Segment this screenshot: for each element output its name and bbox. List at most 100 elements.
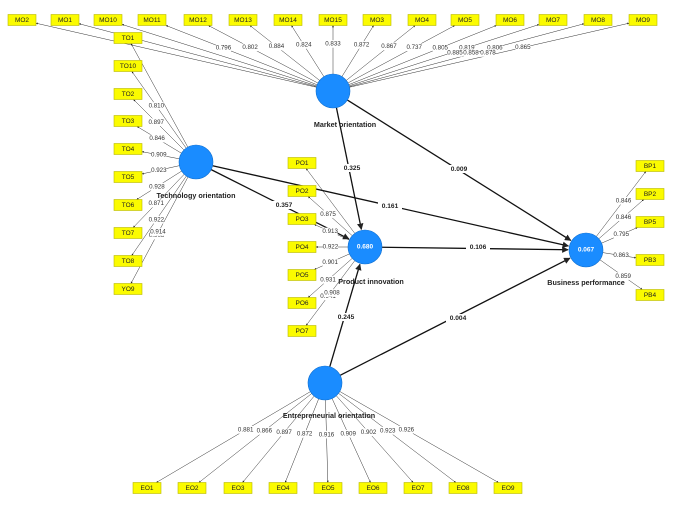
indicator-box [287, 297, 317, 309]
indicator-mo4: MO4 [407, 14, 437, 26]
indicator-label: MO4 [415, 17, 429, 24]
loading-value: 0.872 [354, 42, 370, 49]
construct-name: Technology orientation [157, 191, 236, 200]
loading-arrow [121, 24, 317, 87]
indicator-eo7: EO7 [403, 482, 433, 494]
loading-label-bg [398, 425, 414, 434]
path-coefficient-bg [272, 201, 296, 209]
loading-value: 0.884 [269, 43, 285, 50]
loading-arrow [131, 175, 187, 256]
loading-value: 0.916 [319, 431, 335, 438]
indicator-box [113, 227, 143, 239]
indicator-label: BP2 [644, 191, 657, 198]
loading-value: 0.878 [480, 50, 496, 57]
indicator-box [132, 482, 162, 494]
indicator-label: MO15 [324, 17, 342, 24]
loading-value: 0.865 [515, 44, 531, 51]
indicator-label: MO14 [279, 17, 297, 24]
path-coefficient-bg [334, 313, 358, 321]
construct-circle [568, 232, 604, 268]
indicator-box [50, 14, 80, 26]
indicator-box [113, 199, 143, 211]
indicator-box [7, 14, 37, 26]
indicator-label: PO4 [295, 244, 308, 251]
loading-arrow [331, 398, 371, 483]
indicator-box [287, 213, 317, 225]
indicator-box [493, 482, 523, 494]
indicator-label: MO9 [636, 17, 650, 24]
indicator-label: MO8 [591, 17, 605, 24]
indicator-eo6: EO6 [358, 482, 388, 494]
indicator-box [362, 14, 392, 26]
construct-name: Product innovation [338, 277, 403, 286]
loading-value: 0.922 [149, 216, 165, 223]
loading-value: 0.909 [340, 430, 356, 437]
loading-value: 0.881 [238, 426, 254, 433]
loading-label-bg [148, 118, 164, 127]
indicator-label: TO7 [122, 230, 135, 237]
indicator-label: EO4 [276, 485, 289, 492]
path-coefficient: 0.325 [344, 165, 361, 172]
indicator-eo2: EO2 [177, 482, 207, 494]
loading-value: 0.866 [257, 428, 273, 435]
loading-label-bg [615, 272, 631, 280]
loading-value: 0.796 [216, 45, 232, 52]
indicator-eo4: EO4 [268, 482, 298, 494]
indicator-label: MO3 [370, 17, 384, 24]
indicator-mo14: MO14 [273, 14, 303, 26]
loading-arrow [346, 25, 416, 81]
indicator-box [287, 185, 317, 197]
loading-label-bg [148, 102, 164, 110]
loading-label-bg [613, 230, 629, 239]
path-coefficient-bg [340, 164, 364, 172]
indicator-eo9: EO9 [493, 482, 523, 494]
indicator-label: TO6 [122, 202, 135, 209]
indicator-to4: TO4 [113, 143, 143, 155]
indicator-label: MO2 [15, 17, 29, 24]
indicator-eo3: EO3 [223, 482, 253, 494]
indicator-label: MO10 [99, 17, 117, 24]
indicator-label: EO7 [411, 485, 424, 492]
indicator-po5: PO5 [287, 269, 317, 281]
path-coefficient: 0.161 [382, 203, 399, 210]
loading-label-bg [256, 427, 272, 435]
indicator-to5: TO5 [113, 171, 143, 183]
loading-label-bg [354, 41, 370, 49]
indicator-po7: PO7 [287, 325, 317, 337]
indicator-label: EO2 [185, 485, 198, 492]
loading-arrow [291, 25, 325, 77]
indicator-mo6: MO6 [495, 14, 525, 26]
indicator-label: PO6 [295, 300, 308, 307]
loading-value: 0.902 [361, 429, 377, 436]
indicator-label: MO13 [234, 17, 252, 24]
indicator-label: PB3 [644, 257, 657, 264]
loading-arrow [249, 25, 320, 81]
path-coefficient: 0.004 [450, 315, 467, 322]
indicator-label: YO9 [121, 286, 134, 293]
loading-label-bg [276, 428, 292, 437]
loading-label-bg [151, 151, 167, 159]
loading-arrow [341, 25, 374, 77]
loading-arrow [347, 25, 455, 84]
indicator-mo15: MO15 [318, 14, 348, 26]
loading-label-bg [616, 196, 632, 205]
loading-value: 0.737 [406, 44, 422, 51]
loading-label-bg [297, 430, 313, 438]
indicator-mo7: MO7 [538, 14, 568, 26]
indicator-mo2: MO2 [7, 14, 37, 26]
indicator-box [113, 255, 143, 267]
indicator-eo1: EO1 [132, 482, 162, 494]
loading-label-bg [296, 41, 312, 49]
indicator-box [635, 289, 665, 301]
loading-value: 0.909 [151, 152, 167, 159]
loading-arrow [338, 393, 456, 483]
indicator-label: MO11 [143, 17, 161, 24]
loading-label-bg [325, 40, 341, 48]
construct-circle [178, 144, 214, 180]
loading-label-bg [215, 44, 231, 52]
indicator-mo5: MO5 [450, 14, 480, 26]
indicator-po6: PO6 [287, 297, 317, 309]
indicator-mo3: MO3 [362, 14, 392, 26]
